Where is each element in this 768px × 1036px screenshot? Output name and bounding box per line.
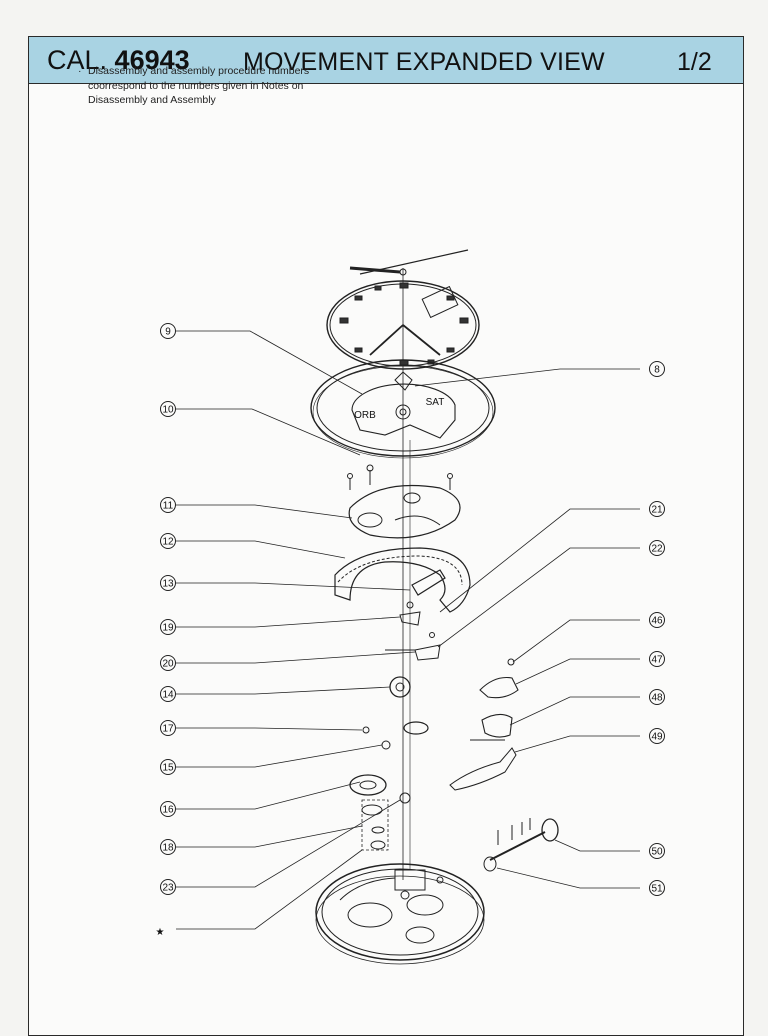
callout-9: 9 — [165, 327, 171, 338]
callout-star: ★ — [156, 927, 165, 938]
callout-10: 10 — [162, 405, 174, 416]
gear-train — [349, 676, 429, 851]
callout-20: 20 — [162, 659, 174, 670]
callout-8: 8 — [654, 365, 660, 376]
main-plate — [315, 863, 485, 965]
callout-labels-left: 9 10 11 12 13 19 20 14 17 15 16 18 23 ★ — [156, 327, 174, 939]
day-disc: ORB SAT — [351, 371, 456, 439]
minute-hand — [359, 249, 469, 275]
hands-group — [349, 249, 469, 276]
procedure-note: · Disassembly and assembly procedure num… — [78, 64, 338, 108]
note-bullet: · — [78, 65, 82, 77]
dial-ring — [310, 359, 496, 459]
title-bar: CAL. 46943 MOVEMENT EXPANDED VIEW 1/2 — [29, 37, 743, 84]
callout-13: 13 — [162, 579, 174, 590]
right-side-parts — [449, 658, 519, 791]
leader-lines-left — [176, 330, 416, 930]
callout-11: 11 — [163, 501, 174, 512]
callout-47: 47 — [651, 655, 663, 666]
plate-screws — [347, 464, 453, 490]
callout-16: 16 — [162, 805, 174, 816]
callout-50: 50 — [651, 847, 663, 858]
svg-text:ORB: ORB — [354, 410, 376, 421]
callout-18: 18 — [162, 843, 174, 854]
callout-22: 22 — [651, 544, 663, 555]
callout-14: 14 — [162, 690, 174, 701]
callout-51: 51 — [651, 884, 663, 895]
callout-21: 21 — [651, 505, 663, 516]
date-dial — [334, 547, 471, 613]
callout-49: 49 — [651, 732, 663, 743]
callout-12: 12 — [162, 537, 174, 548]
callout-circles-left — [160, 323, 176, 895]
page-number: 1/2 — [677, 48, 712, 76]
note-text: Disassembly and assembly procedure numbe… — [88, 65, 310, 106]
callout-labels-right: 8 21 22 46 47 48 49 50 51 — [651, 365, 663, 895]
caliber-label: CAL. 46943 — [47, 45, 190, 75]
svg-text:SAT: SAT — [426, 397, 445, 408]
date-levers — [385, 569, 446, 661]
hand-pivot — [399, 268, 407, 276]
callout-23: 23 — [162, 883, 174, 894]
caliber-number: 46943 — [114, 45, 190, 75]
crown-and-stem — [483, 818, 559, 872]
callout-48: 48 — [651, 693, 663, 704]
callout-15: 15 — [162, 763, 174, 774]
callout-17: 17 — [162, 724, 174, 735]
callout-circles-right — [649, 361, 665, 896]
page-title: MOVEMENT EXPANDED VIEW — [243, 48, 605, 76]
callout-19: 19 — [162, 623, 174, 634]
hour-hand — [349, 266, 401, 274]
leader-lines-right — [414, 368, 640, 889]
dial-holder-plate — [348, 484, 461, 539]
callout-46: 46 — [651, 616, 663, 627]
